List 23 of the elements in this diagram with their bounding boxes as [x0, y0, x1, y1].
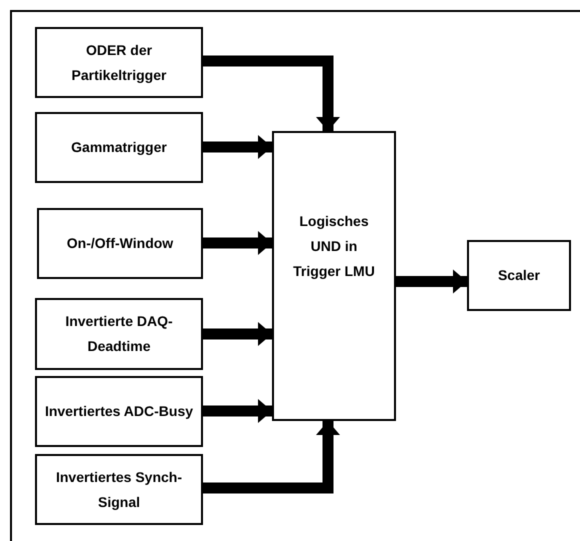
box-label: Invertiertes ADC-Busy — [44, 402, 194, 421]
signal-box — [35, 27, 203, 98]
logic-block — [272, 131, 396, 421]
arrow — [203, 399, 272, 423]
box-label: Gammatrigger — [70, 138, 168, 157]
box-label: Logisches UND in Trigger LMU — [292, 212, 376, 281]
arrow — [203, 322, 272, 346]
arrow — [203, 421, 340, 494]
arrow — [203, 135, 272, 159]
box-label: Scaler — [496, 266, 542, 285]
box-label: On-/Off-Window — [66, 234, 174, 253]
box-label: ODER der Partikeltrigger — [70, 40, 168, 85]
box-label: Invertiertes Synch-Signal — [54, 468, 184, 512]
box-label: Invertierte DAQ-Deadtime — [64, 312, 174, 356]
signal-box — [467, 240, 571, 311]
signal-box — [35, 112, 203, 183]
signal-box — [35, 298, 203, 370]
signal-box — [35, 454, 203, 525]
signal-box — [35, 376, 203, 447]
arrow — [203, 231, 272, 255]
arrow — [396, 270, 467, 294]
arrow — [203, 56, 340, 131]
signal-box — [37, 208, 203, 279]
